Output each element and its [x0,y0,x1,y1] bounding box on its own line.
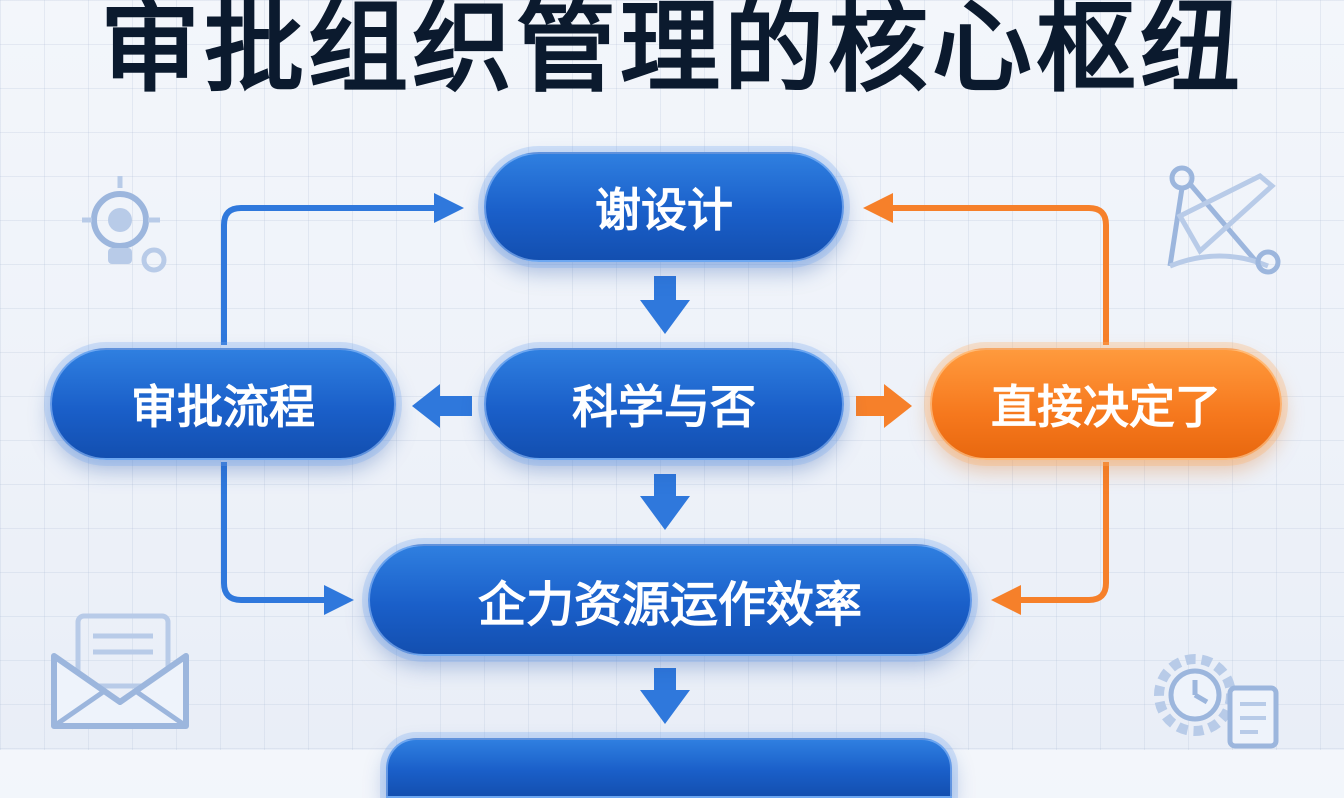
node-design: 谢设计 [484,152,844,262]
node-decide: 直接决定了 [930,348,1282,460]
arrow-decide-to-design [863,193,1109,345]
node-approval: 审批流程 [50,348,396,460]
arrow-science-to-decide [856,384,912,428]
envelope-icon [51,613,189,729]
drafting-compass-icon [1167,165,1281,275]
clock-gear-document-icon [1154,654,1279,749]
arrow-efficiency-to-bottom [640,668,690,724]
flow-connectors [221,193,1109,724]
arrow-design-to-science [640,276,690,334]
arrow-approval-to-efficiency [221,462,354,615]
lightbulb-gear-icon [82,176,167,273]
node-efficiency: 企力资源运作效率 [368,544,972,656]
arrow-decide-to-efficiency [991,462,1109,615]
arrow-science-to-approval [412,384,472,428]
node-bottom [386,738,952,798]
arrow-science-to-efficiency [640,474,690,530]
arrow-approval-to-design [221,193,464,345]
node-science: 科学与否 [484,348,844,460]
page-title: 审批组织管理的核心枢纽 [100,0,1244,106]
